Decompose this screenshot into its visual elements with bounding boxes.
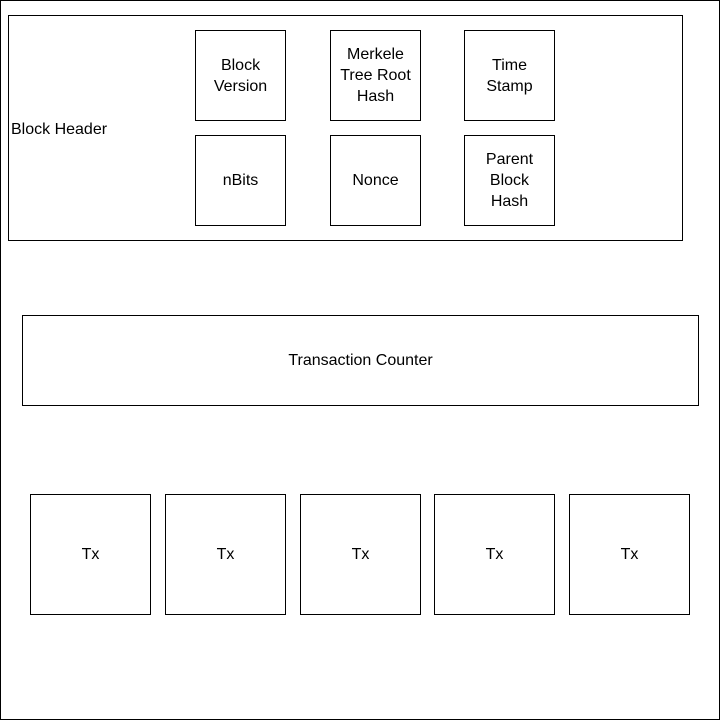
transaction-counter-box: Transaction Counter (22, 315, 699, 406)
field-nonce: Nonce (330, 135, 421, 226)
field-block-version: Block Version (195, 30, 286, 121)
transaction-box-5: Tx (569, 494, 690, 615)
transaction-box-1: Tx (30, 494, 151, 615)
transaction-box-2: Tx (165, 494, 286, 615)
field-parent-block-hash: Parent Block Hash (464, 135, 555, 226)
field-merkle-tree-root-hash: Merkele Tree Root Hash (330, 30, 421, 121)
transaction-box-3: Tx (300, 494, 421, 615)
block-header-label: Block Header (11, 121, 108, 138)
field-time-stamp: Time Stamp (464, 30, 555, 121)
transaction-box-4: Tx (434, 494, 555, 615)
field-nbits: nBits (195, 135, 286, 226)
